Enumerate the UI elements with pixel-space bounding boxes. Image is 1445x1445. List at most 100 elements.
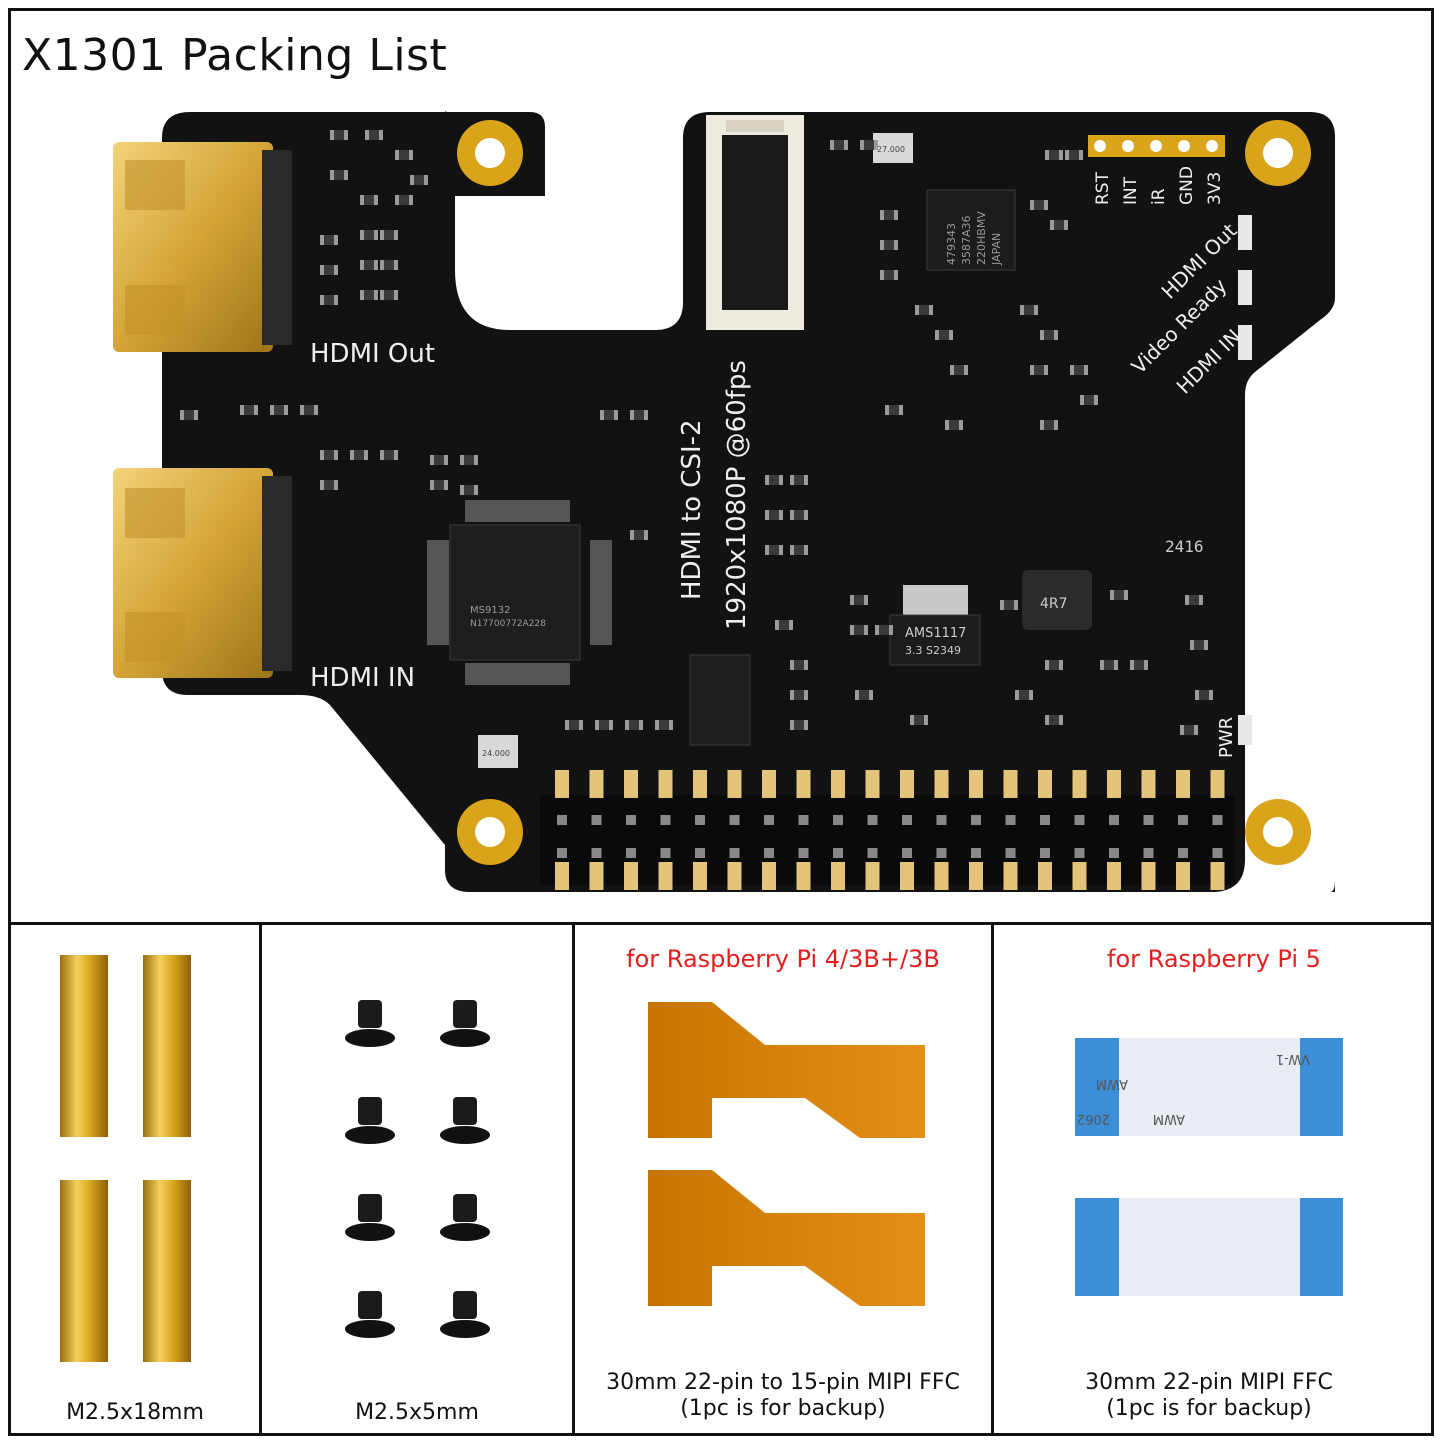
smd-component-pad — [595, 720, 599, 730]
label-ic-sub: 3587A36 — [960, 215, 973, 265]
gpio-pin-hole — [971, 848, 981, 858]
gpio-pin-hole — [936, 848, 947, 858]
smd-component-pad — [364, 450, 368, 460]
smd-component-pad — [804, 660, 808, 670]
gpio-pin — [900, 862, 914, 890]
smd-component-pad — [609, 720, 613, 730]
smd-component-pad — [850, 595, 854, 605]
smd-component-pad — [860, 140, 864, 150]
smd-component-pad — [1030, 365, 1034, 375]
label-crystal-bottom: 24.000 — [482, 749, 510, 758]
smd-component — [860, 140, 878, 150]
gpio-pin — [589, 862, 604, 890]
gpio-pin — [831, 770, 845, 798]
smd-component-pad — [360, 260, 364, 270]
smd-component-pad — [1040, 420, 1044, 430]
outer-frame — [8, 8, 1434, 1436]
smd-component-pad — [330, 130, 334, 140]
smd-component-pad — [869, 690, 873, 700]
gpio-pin — [658, 862, 673, 890]
gpio-pin — [969, 862, 983, 890]
smd-component-pad — [334, 265, 338, 275]
smd-component-pad — [344, 130, 348, 140]
smd-component-pad — [880, 210, 884, 220]
led-hdmi-out — [1238, 215, 1252, 250]
smd-component-pad — [320, 235, 324, 245]
top-pin-label: iR — [1149, 188, 1169, 205]
screw — [440, 1097, 490, 1144]
smd-component — [790, 475, 808, 485]
smd-component-pad — [765, 475, 769, 485]
gpio-pin — [1003, 862, 1018, 890]
smd-components — [180, 130, 1213, 735]
smd-component-pad — [394, 230, 398, 240]
gpio-pin-hole — [1109, 815, 1119, 825]
smd-component-pad — [320, 450, 324, 460]
caption-ffc-pi4-line1: 30mm 22-pin to 15-pin MIPI FFC — [606, 1370, 960, 1395]
screw-thread — [453, 1000, 477, 1028]
smd-component — [1045, 660, 1063, 670]
smd-component-pad — [344, 170, 348, 180]
smd-component-pad — [380, 230, 384, 240]
mounting-hole-bottom-left — [457, 799, 523, 865]
smd-component — [595, 720, 613, 730]
smd-component-pad — [959, 420, 963, 430]
smd-component — [1195, 690, 1213, 700]
smd-component — [950, 365, 968, 375]
screw-thread — [453, 1097, 477, 1125]
smd-component — [460, 455, 478, 465]
smd-component-pad — [880, 240, 884, 250]
smd-component-pad — [775, 620, 779, 630]
smd-component — [180, 410, 198, 420]
smd-component-pad — [284, 405, 288, 415]
smd-component — [360, 230, 378, 240]
smd-component-pad — [1000, 600, 1004, 610]
smd-component-pad — [630, 530, 634, 540]
ffc-marking-top: VW-1 — [1276, 1051, 1310, 1066]
smd-component — [365, 130, 383, 140]
screw-set — [345, 1000, 490, 1338]
smd-component — [765, 545, 783, 555]
gpio-pin-hole — [833, 848, 843, 858]
smd-component-pad — [1124, 590, 1128, 600]
smd-component — [240, 405, 258, 415]
gpio-pin — [693, 862, 707, 890]
smd-component-pad — [790, 545, 794, 555]
gpio-pin — [658, 770, 673, 798]
gpio-pin-hole — [1040, 815, 1050, 825]
smd-component — [1065, 150, 1083, 160]
smd-component — [1045, 715, 1063, 725]
smd-component-pad — [1054, 330, 1058, 340]
gpio-pin-hole — [729, 815, 740, 825]
gpio-pin-hole — [1212, 815, 1223, 825]
gpio-pin-hole — [660, 815, 671, 825]
gpio-pin-hole — [1178, 848, 1188, 858]
gpio-pin-hole — [1005, 815, 1016, 825]
gpio-pin-hole — [1074, 815, 1085, 825]
gpio-pin — [1038, 862, 1052, 890]
gpio-pin-hole — [867, 815, 878, 825]
gpio-pin — [934, 770, 949, 798]
gpio-pin-hole — [1212, 848, 1223, 858]
gpio-pin-hole — [660, 848, 671, 858]
smd-component-pad — [1114, 660, 1118, 670]
ffc-marking-mid: AWM — [1096, 1076, 1128, 1091]
smd-component-pad — [1054, 420, 1058, 430]
smd-component — [1030, 200, 1048, 210]
smd-component-pad — [899, 405, 903, 415]
smd-component-pad — [360, 290, 364, 300]
gpio-pin — [693, 770, 707, 798]
smd-component — [1030, 365, 1048, 375]
smd-component-pad — [929, 305, 933, 315]
smd-component-pad — [394, 450, 398, 460]
smd-component-pad — [180, 410, 184, 420]
smd-component-pad — [964, 365, 968, 375]
pcb-board — [162, 110, 1335, 892]
smd-component-pad — [950, 365, 954, 375]
smd-component-pad — [394, 290, 398, 300]
smd-component-pad — [430, 480, 434, 490]
smd-component-pad — [444, 455, 448, 465]
label-regulator-sub: 3.3 S2349 — [905, 644, 961, 657]
gpio-pin — [1003, 770, 1018, 798]
smd-component-pad — [804, 510, 808, 520]
